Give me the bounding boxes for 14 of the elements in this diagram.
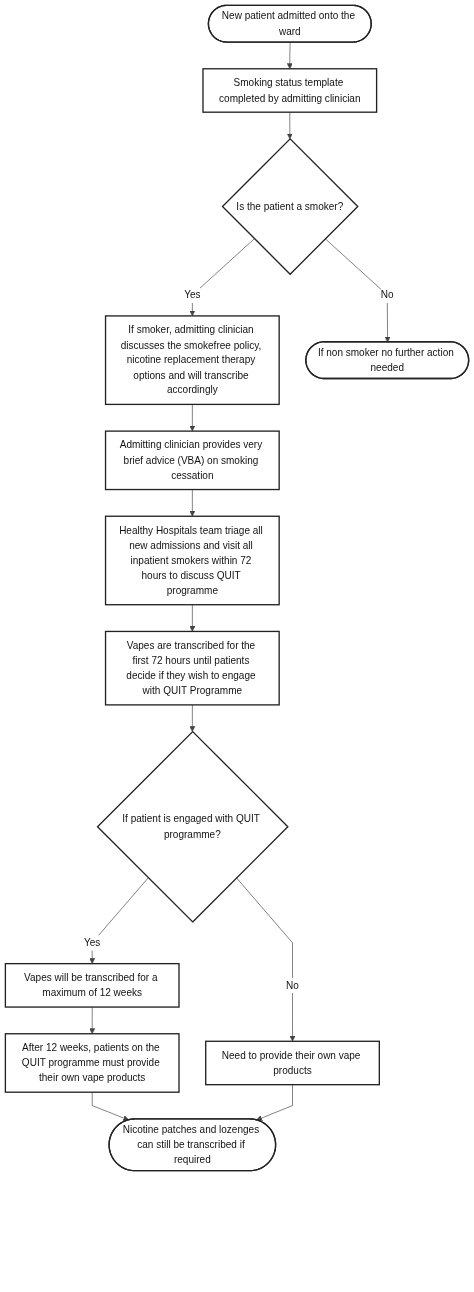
node-box: Healthy Hospitals team triage all new admissions and visit all inpatient smokers within 72 hours to discuss QUIT programme (104, 515, 280, 606)
node-box: Vapes are transcribed for the first 72 hours until patients decide if they wish to engage with QUIT Programme (104, 630, 280, 706)
node-box: Smoking status template completed by admitting clinician (202, 68, 378, 113)
node-diamond: If patient is engaged with QUIT programme? (96, 730, 289, 923)
node-box: Vapes will be transcribed for a maximum of 12 weeks (4, 963, 180, 1008)
node-box: If smoker, admitting clinician discusses the smokefree policy, nicotine replacement therapy options and will transcribe accordingly (104, 315, 280, 406)
edge-label: No (286, 979, 299, 991)
node-box: Need to provide their own vape products (205, 1040, 380, 1086)
node-diamond: Is the patient a smoker? (221, 137, 359, 276)
edge-label: Yes (84, 936, 101, 948)
node-box: Admitting clinician provides very brief advice (VBA) on smoking cessation (104, 430, 280, 491)
edge-label: Yes (184, 288, 201, 301)
node-box: After 12 weeks, patients on the QUIT programme must provide their own vape products (4, 1033, 180, 1093)
edge-label: No (380, 288, 394, 301)
